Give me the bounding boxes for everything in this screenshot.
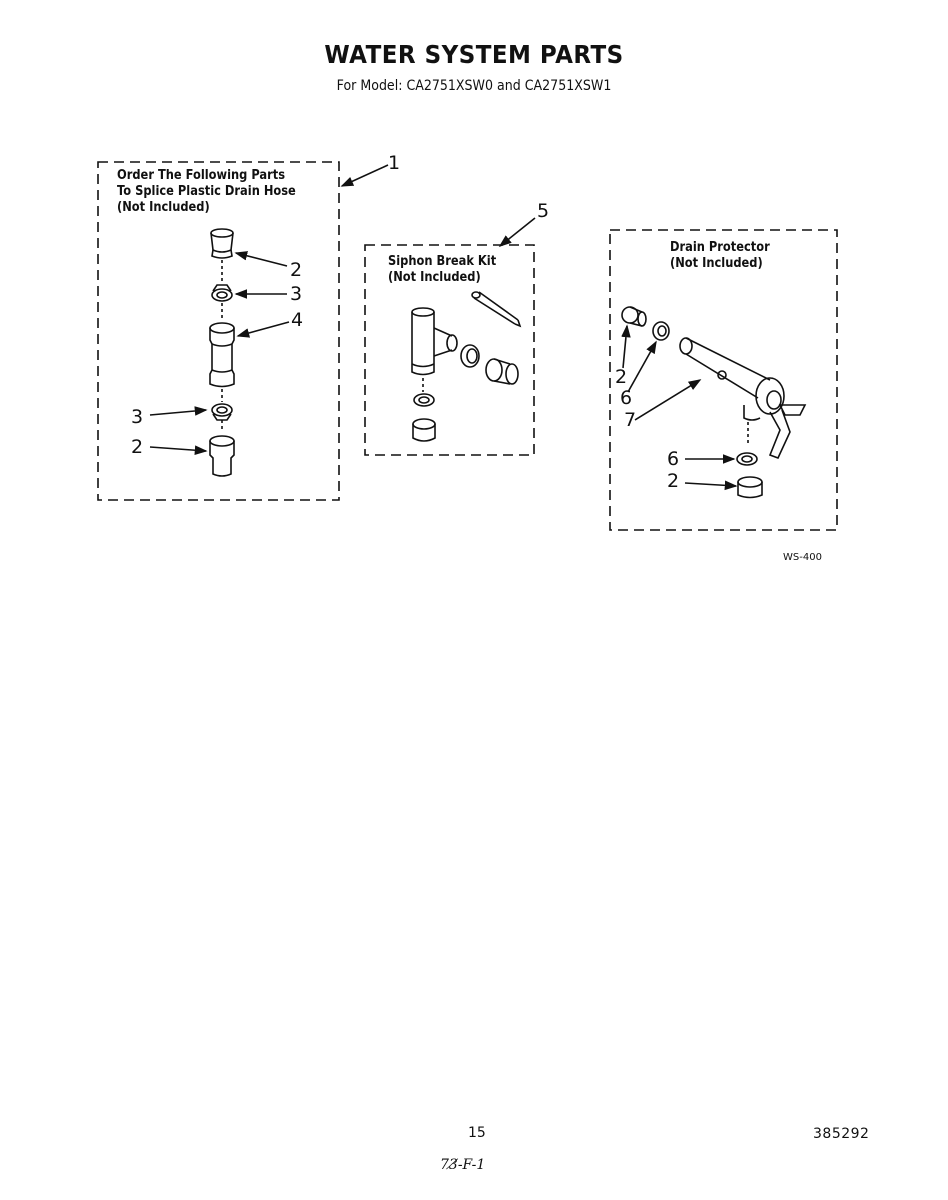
page-subtitle: For Model: CA2751XSW0 and CA2751XSW1 bbox=[336, 78, 612, 94]
drain-label-line2: (Not Included) bbox=[670, 256, 763, 271]
siphon-break-box bbox=[364, 244, 535, 456]
splice-parts-box bbox=[97, 161, 340, 501]
callout-2-bottom: 2 bbox=[131, 436, 144, 458]
leader-line-5 bbox=[498, 217, 536, 247]
callout-5: 5 bbox=[537, 200, 550, 222]
drain-end-cap bbox=[621, 306, 647, 327]
clamp-bottom-3 bbox=[211, 403, 233, 421]
siphon-box-label: Siphon Break Kit (Not Included) bbox=[388, 254, 496, 286]
callout-2-top: 2 bbox=[290, 259, 303, 281]
connector-top-2 bbox=[210, 228, 234, 259]
splice-label-line3: (Not Included) bbox=[117, 200, 210, 215]
siphon-label-line1: Siphon Break Kit bbox=[388, 254, 497, 269]
callout-7: 7 bbox=[624, 409, 637, 431]
page-number: 15 bbox=[468, 1125, 486, 1141]
callout-2-drain-bottom: 2 bbox=[667, 470, 680, 492]
splice-label-line1: Order The Following Parts bbox=[117, 168, 286, 183]
siphon-label-line2: (Not Included) bbox=[388, 270, 481, 285]
splice-box-label: Order The Following Parts To Splice Plas… bbox=[117, 168, 296, 216]
callout-6-drain-bottom: 6 bbox=[667, 448, 680, 470]
handwritten-note: 73̸-F-1 bbox=[440, 1157, 486, 1173]
drain-label-line1: Drain Protector bbox=[670, 240, 770, 255]
drain-protector-box bbox=[609, 229, 838, 531]
coupling-4 bbox=[209, 322, 235, 388]
callout-3-top: 3 bbox=[290, 283, 303, 305]
splice-label-line2: To Splice Plastic Drain Hose bbox=[117, 184, 296, 199]
siphon-tee bbox=[411, 307, 458, 376]
siphon-lower-connector bbox=[412, 418, 436, 442]
leader-line-1 bbox=[340, 164, 389, 187]
figure-code: WS-400 bbox=[783, 552, 822, 563]
drain-clamp-lower bbox=[736, 452, 758, 466]
siphon-tube bbox=[471, 291, 522, 328]
siphon-clamp bbox=[460, 344, 480, 368]
callout-2-drain-top: 2 bbox=[615, 366, 628, 388]
callout-1: 1 bbox=[388, 152, 401, 174]
drain-protector-body bbox=[679, 337, 807, 460]
siphon-connector bbox=[485, 358, 519, 385]
drain-clamp-upper bbox=[652, 321, 670, 341]
siphon-lower-clamp bbox=[413, 393, 435, 407]
document-number: 385292 bbox=[813, 1126, 870, 1142]
drain-box-label: Drain Protector (Not Included) bbox=[670, 240, 770, 272]
connector-bottom-2 bbox=[209, 435, 235, 477]
callout-6-drain-top: 6 bbox=[620, 387, 633, 409]
callout-4: 4 bbox=[291, 309, 304, 331]
drain-connector-lower bbox=[737, 476, 763, 499]
callout-3-bottom: 3 bbox=[131, 406, 144, 428]
clamp-top-3 bbox=[211, 284, 233, 302]
page-title: WATER SYSTEM PARTS bbox=[324, 40, 624, 69]
